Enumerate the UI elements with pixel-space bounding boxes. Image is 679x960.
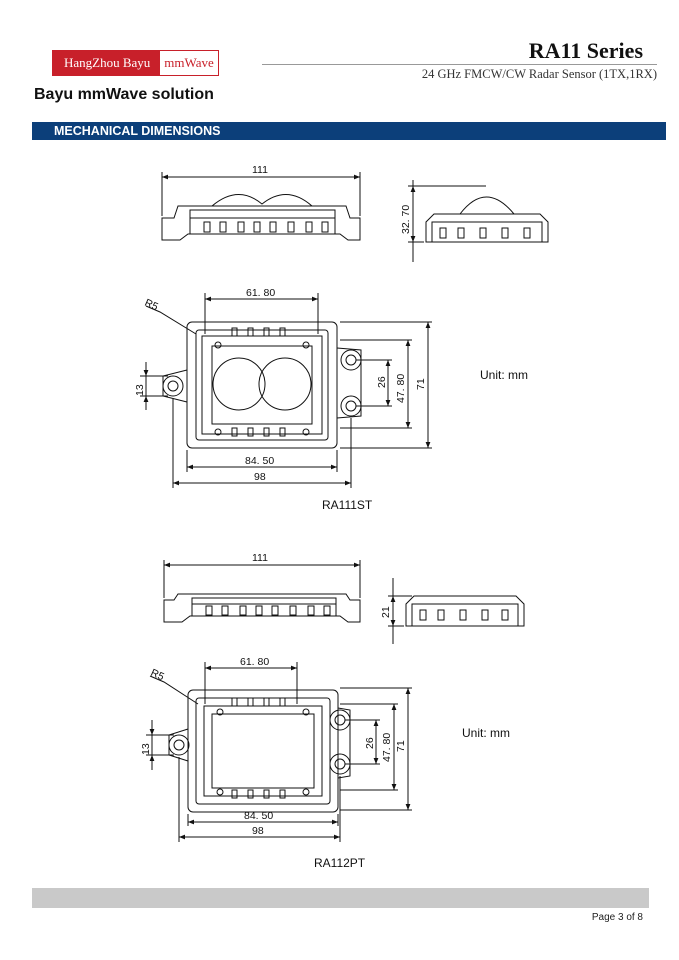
dim-body-w-1: 84. 50 — [245, 455, 274, 467]
logo-left-text: HangZhou Bayu — [52, 50, 161, 76]
ra112pt-side-view — [405, 595, 525, 627]
header-divider — [262, 64, 657, 65]
dim-mid-h-1: 47. 80 — [395, 374, 407, 403]
dim-radius-1: R5 — [143, 297, 160, 313]
ra111st-top-view — [162, 321, 362, 449]
dim-width-total-2: 111 — [252, 552, 268, 564]
dim-radius-2: R5 — [149, 667, 166, 683]
series-subtitle: 24 GHz FMCW/CW Radar Sensor (1TX,1RX) — [421, 67, 657, 81]
dim-body-w-2: 84. 50 — [244, 810, 273, 822]
company-logo: HangZhou Bayu mmWave — [52, 50, 219, 76]
unit-label-1: Unit: mm — [480, 368, 528, 382]
series-title: RA11 Series — [528, 38, 643, 63]
dim-inner-width-2: 61. 80 — [240, 656, 269, 668]
dim-small-h-1: 26 — [376, 376, 388, 388]
ra112pt-top-view — [168, 689, 351, 813]
tagline: Bayu mmWave solution — [34, 86, 214, 103]
ra112pt-front-view — [163, 593, 361, 623]
caption-ra112pt: RA112PT — [314, 856, 366, 870]
dim-mount-h-2: 13 — [140, 743, 152, 755]
dim-height-side-2: 21 — [380, 606, 392, 618]
dim-full-w-2: 98 — [252, 825, 264, 837]
dim-full-h-2: 71 — [395, 740, 407, 752]
dim-full-h-1: 71 — [415, 378, 427, 390]
unit-label-2: Unit: mm — [462, 726, 510, 740]
footer-bar — [32, 888, 649, 908]
dim-inner-width-1: 61. 80 — [246, 287, 275, 299]
dim-mid-h-2: 47. 80 — [381, 733, 393, 762]
dim-width-total-1: 111 — [252, 164, 268, 176]
ra111st-front-view — [161, 194, 361, 241]
caption-ra111st: RA111ST — [322, 498, 373, 512]
logo-right-text: mmWave — [160, 50, 219, 76]
dim-full-w-1: 98 — [254, 471, 266, 483]
page-number: Page 3 of 8 — [591, 912, 643, 923]
dim-height-side-1: 32. 70 — [400, 205, 412, 234]
dim-small-h-2: 26 — [364, 737, 376, 749]
section-title-bar: MECHANICAL DIMENSIONS — [32, 122, 666, 140]
dim-mount-h-1: 13 — [134, 384, 146, 396]
ra111st-side-view — [425, 196, 549, 243]
